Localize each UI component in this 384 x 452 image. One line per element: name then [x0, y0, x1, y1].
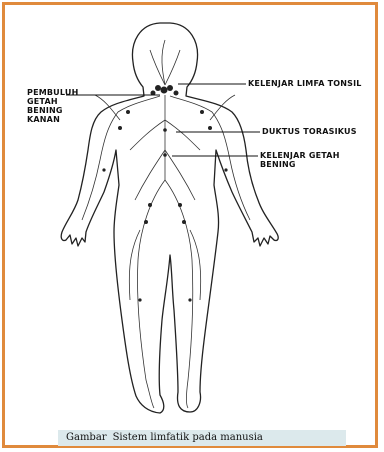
- label-duktus-torasikus: DUKTUS TORASIKUS: [262, 127, 357, 136]
- label-line: KELENJAR GETAH: [260, 151, 340, 160]
- label-line: KANAN: [27, 115, 79, 124]
- label-line: BENING: [27, 106, 79, 115]
- label-line: PEMBULUH: [27, 88, 79, 97]
- caption-text: Sistem limfatik pada manusia: [113, 432, 263, 443]
- figure-caption: Gambar Sistem limfatik pada manusia: [58, 430, 346, 446]
- caption-prefix: Gambar: [66, 432, 107, 443]
- label-kelenjar-limfa-tonsil: KELENJAR LIMFA TONSIL: [248, 79, 362, 88]
- label-line: GETAH: [27, 97, 79, 106]
- label-line: BENING: [260, 160, 340, 169]
- body-outline: [61, 23, 278, 413]
- label-kelenjar-getah-bening: KELENJAR GETAH BENING: [260, 151, 340, 169]
- label-pembuluh-getah-bening-kanan: PEMBULUH GETAH BENING KANAN: [27, 88, 79, 124]
